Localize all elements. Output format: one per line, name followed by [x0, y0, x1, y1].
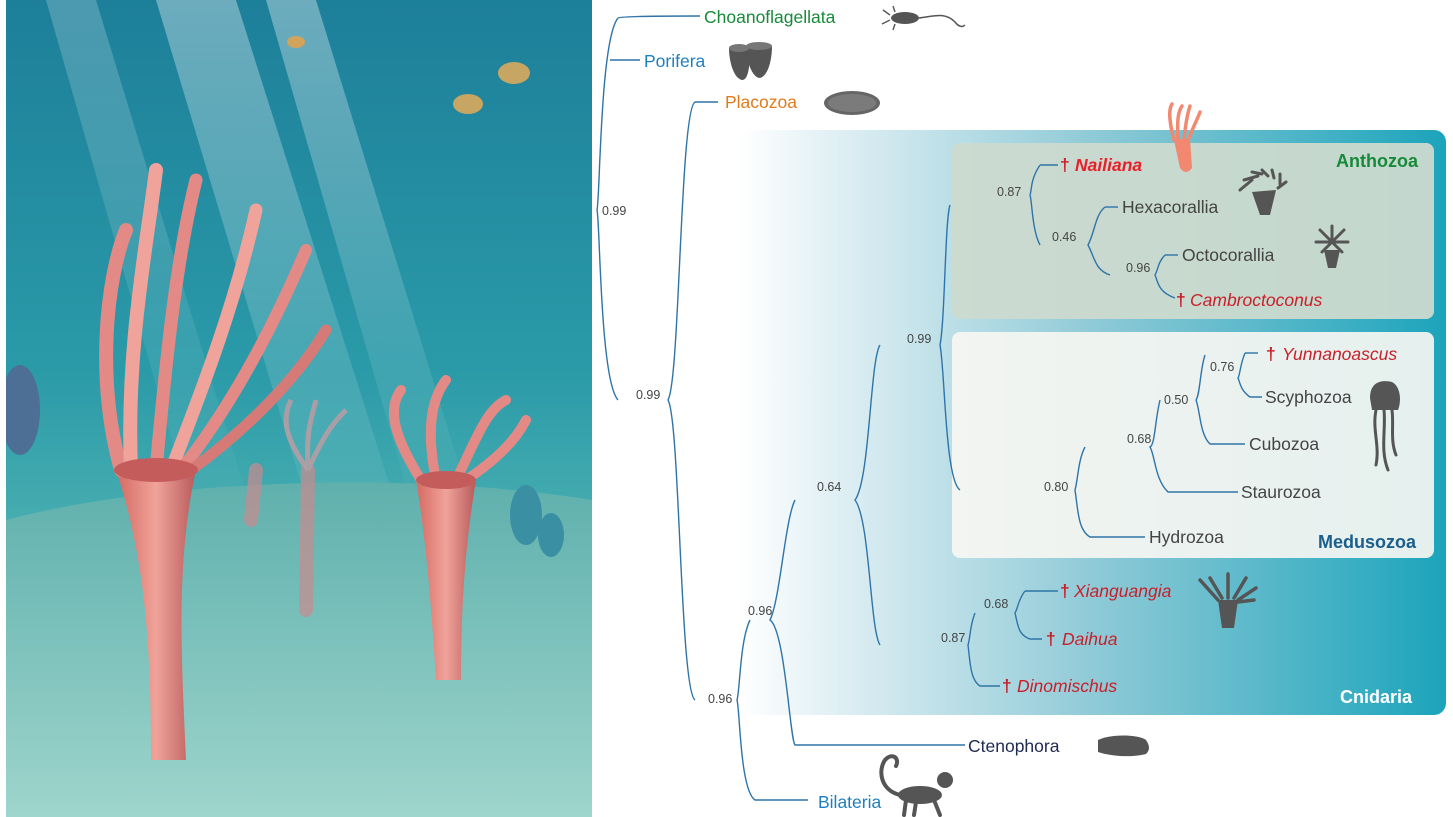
support-value: 0.64 [817, 480, 841, 494]
taxon-octocorallia: Octocorallia [1182, 245, 1275, 265]
taxon-placozoa: Placozoa [725, 92, 797, 112]
support-value: 0.76 [1210, 360, 1234, 374]
fossil-dagger: † [1266, 344, 1276, 364]
taxon-dinomischus: Dinomischus [1017, 676, 1117, 696]
choanoflagellate-icon [882, 6, 965, 30]
support-value: 0.46 [1052, 230, 1076, 244]
clade-label-medusozoa: Medusozoa [1318, 532, 1417, 552]
medusozoa-clade-box [952, 332, 1434, 558]
taxon-porifera: Porifera [644, 51, 706, 71]
fossil-dagger: † [1176, 290, 1186, 310]
placozoan-icon [824, 91, 880, 115]
support-value: 0.99 [907, 332, 931, 346]
fossil-dagger: † [1002, 676, 1012, 696]
taxon-xianguangia: Xianguangia [1073, 581, 1172, 601]
support-value: 0.50 [1164, 393, 1188, 407]
taxon-hexacorallia: Hexacorallia [1122, 197, 1219, 217]
support-value: 0.96 [748, 604, 772, 618]
support-value: 0.99 [602, 204, 626, 218]
support-value: 0.68 [1127, 432, 1151, 446]
fossil-dagger: † [1060, 581, 1070, 601]
taxon-choanoflagellata: Choanoflagellata [704, 7, 836, 27]
clade-label-anthozoa: Anthozoa [1336, 151, 1419, 171]
sponge-icon [729, 42, 772, 80]
taxon-nailiana: Nailiana [1075, 155, 1142, 175]
taxon-daihua: Daihua [1062, 629, 1118, 649]
support-value: 0.68 [984, 597, 1008, 611]
taxon-scyphozoa: Scyphozoa [1265, 387, 1352, 407]
support-value: 0.99 [636, 388, 660, 402]
fossil-dagger: † [1046, 629, 1056, 649]
support-value: 0.87 [997, 185, 1021, 199]
taxon-yunnanoascus: Yunnanoascus [1282, 344, 1397, 364]
support-value: 0.87 [941, 631, 965, 645]
taxon-staurozoa: Staurozoa [1241, 482, 1321, 502]
support-value: 0.96 [708, 692, 732, 706]
taxon-cambroctoconus: Cambroctoconus [1190, 290, 1323, 310]
taxon-hydrozoa: Hydrozoa [1149, 527, 1224, 547]
support-value: 0.96 [1126, 261, 1150, 275]
support-value: 0.80 [1044, 480, 1068, 494]
taxon-bilateria: Bilateria [818, 792, 881, 812]
comb-jelly-icon [1098, 736, 1149, 757]
clade-label-cnidaria: Cnidaria [1340, 687, 1413, 707]
taxon-cubozoa: Cubozoa [1249, 434, 1319, 454]
taxon-ctenophora: Ctenophora [968, 736, 1060, 756]
fossil-dagger: † [1060, 155, 1070, 175]
monkey-icon [881, 756, 953, 815]
